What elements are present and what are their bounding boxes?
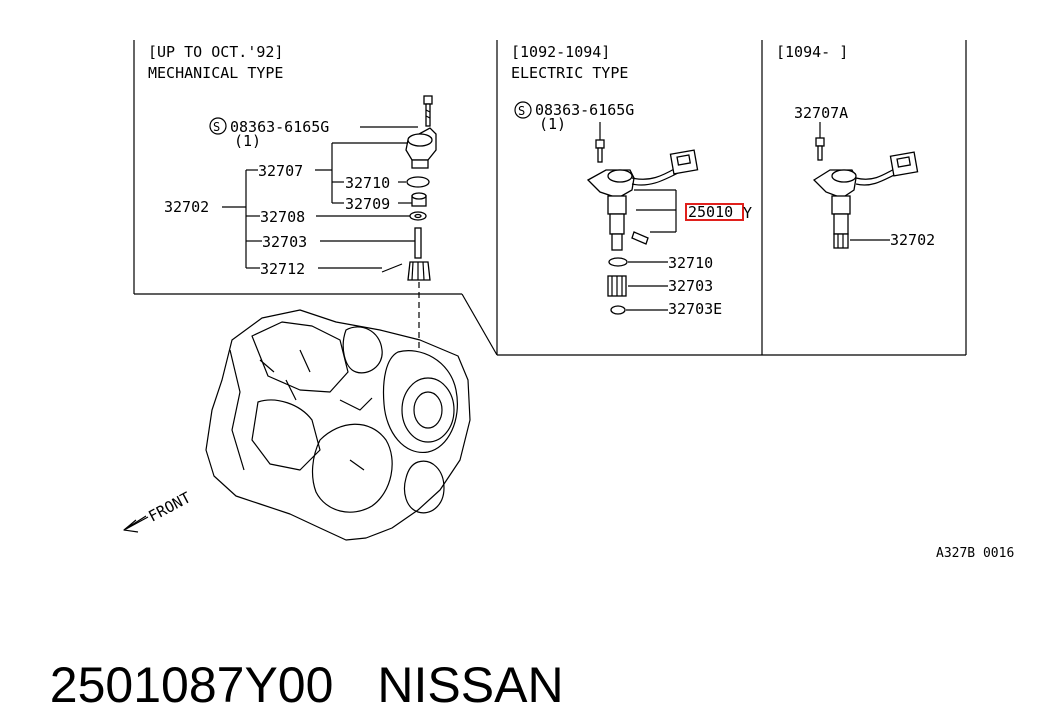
parts-diagram: [UP TO OCT.'92] MECHANICAL TYPE [1092-10…	[123, 40, 1014, 561]
footer-title: 2501087Y00 NISSAN	[22, 598, 564, 713]
label-32707a: 32707A	[794, 104, 848, 122]
mechanical-type-title: MECHANICAL TYPE	[148, 64, 283, 82]
label-32709: 32709	[345, 195, 390, 213]
front-arrow-icon	[123, 515, 149, 533]
s-symbol-elec: S	[514, 101, 532, 119]
electric-type-title: ELECTRIC TYPE	[511, 64, 628, 82]
late-parts	[812, 122, 919, 249]
label-bolt-mech-qty: (1)	[234, 132, 261, 150]
s-symbol-mech: S	[209, 117, 227, 135]
label-32703-elec: 32703	[668, 277, 713, 295]
label-32710-elec: 32710	[668, 254, 713, 272]
label-32703-mech: 32703	[262, 233, 307, 251]
electric-date-range: [1092-1094]	[511, 43, 610, 61]
brand-name: NISSAN	[377, 657, 564, 713]
label-25010[interactable]: 25010	[688, 203, 733, 221]
mechanical-leaders	[222, 126, 418, 269]
svg-text:S: S	[213, 120, 220, 134]
highlight-box[interactable]	[685, 203, 744, 221]
panel-frames	[133, 40, 967, 356]
label-32708: 32708	[260, 208, 305, 226]
label-front: FRONT	[145, 488, 193, 525]
label-32703e: 32703E	[668, 300, 722, 318]
label-32707: 32707	[258, 162, 303, 180]
diagram-code: A327B 0016	[936, 546, 1014, 561]
transmission-sketch	[205, 309, 471, 541]
label-32702-mech: 32702	[164, 198, 209, 216]
label-bolt-mech: 08363-6165G	[230, 118, 329, 136]
label-32702-late: 32702	[890, 231, 935, 249]
mechanical-date-range: [UP TO OCT.'92]	[148, 43, 283, 61]
label-bolt-elec: 08363-6165G	[535, 101, 634, 119]
svg-text:S: S	[518, 104, 525, 118]
electric-leaders	[599, 122, 677, 311]
part-number: 2501087Y00	[49, 657, 334, 713]
label-32712: 32712	[260, 260, 305, 278]
mechanical-parts	[381, 95, 437, 350]
electric-parts	[586, 139, 699, 315]
label-25010-suffix: Y	[743, 204, 752, 222]
label-bolt-elec-qty: (1)	[539, 115, 566, 133]
label-32710-mech: 32710	[345, 174, 390, 192]
late-date-range: [1094- ]	[776, 43, 848, 61]
